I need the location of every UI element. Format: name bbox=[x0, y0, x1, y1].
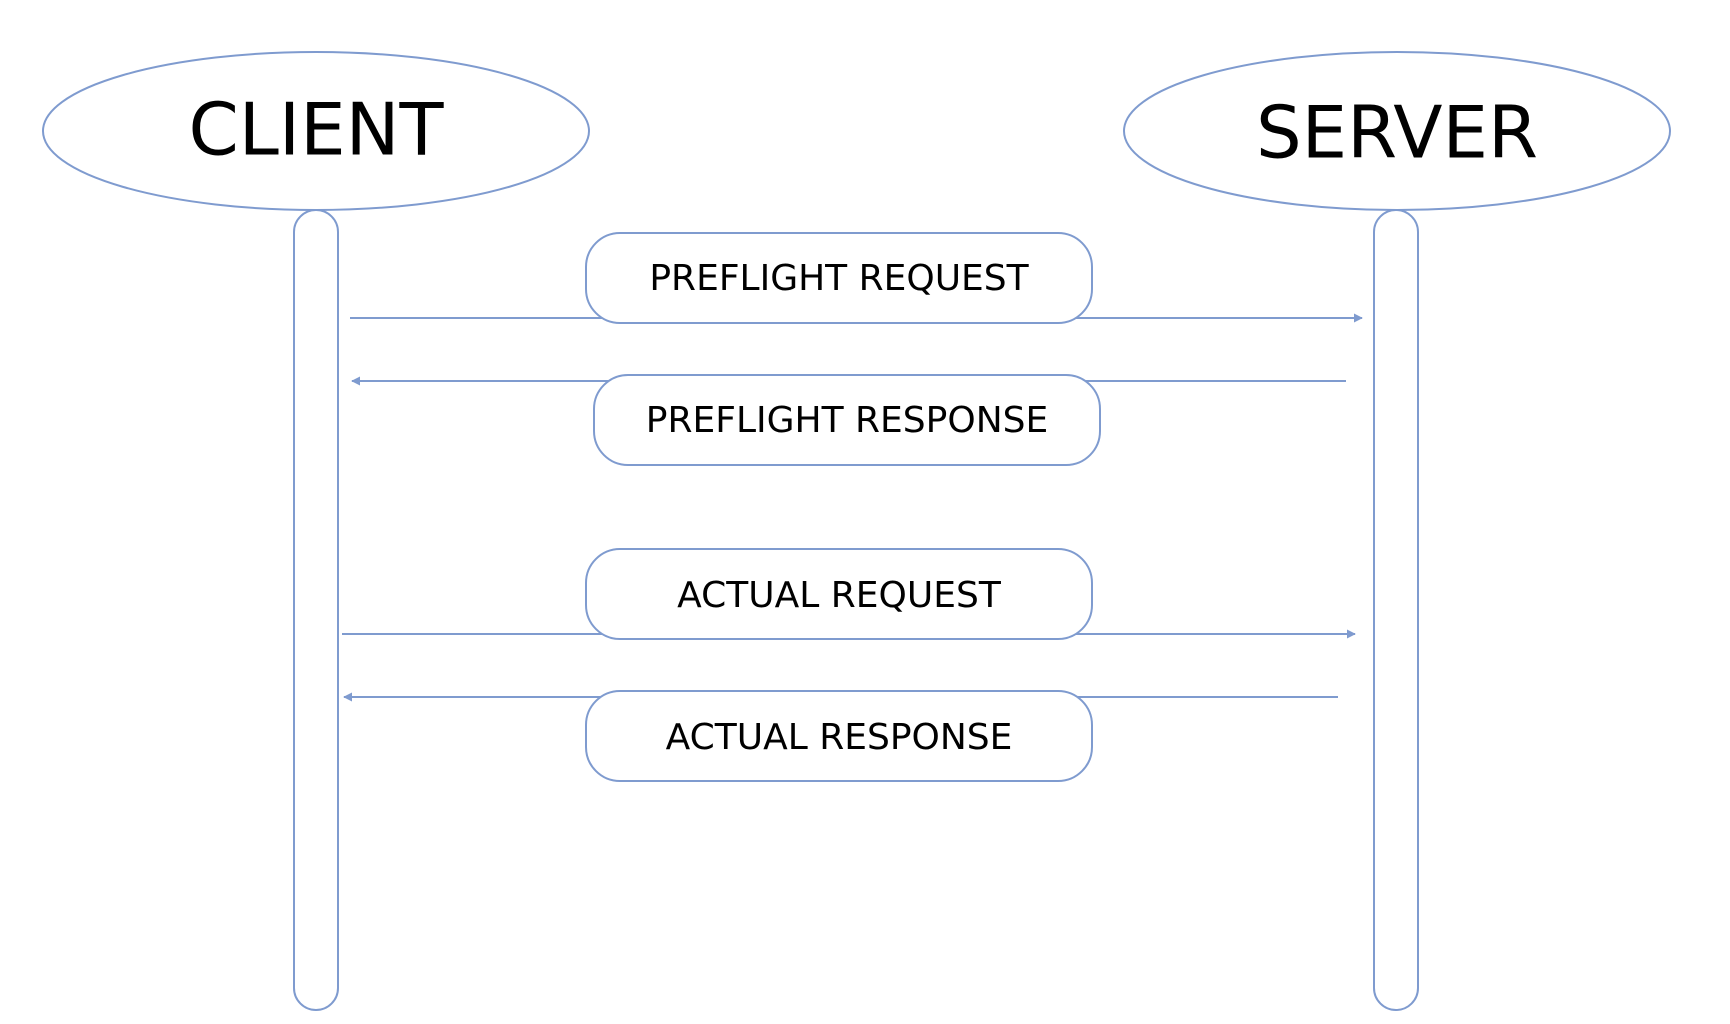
client-actor: CLIENT bbox=[42, 51, 590, 211]
client-label: CLIENT bbox=[189, 88, 445, 172]
client-lifeline bbox=[293, 209, 339, 1011]
preflight-request-label: PREFLIGHT REQUEST bbox=[649, 258, 1029, 299]
preflight-response-label: PREFLIGHT RESPONSE bbox=[646, 400, 1048, 441]
actual-request-box bbox=[585, 548, 1093, 640]
preflight-response-box bbox=[593, 374, 1101, 466]
message-actual-response: ACTUAL RESPONSE bbox=[343, 690, 1338, 782]
actual-response-label: ACTUAL RESPONSE bbox=[666, 717, 1013, 758]
message-preflight-request: PREFLIGHT REQUEST bbox=[350, 232, 1363, 324]
server-label: SERVER bbox=[1256, 91, 1538, 175]
actual-request-label: ACTUAL REQUEST bbox=[677, 575, 1002, 616]
server-lifeline bbox=[1373, 209, 1419, 1011]
client-ellipse bbox=[42, 51, 590, 211]
server-ellipse bbox=[1123, 51, 1671, 211]
message-preflight-response: PREFLIGHT RESPONSE bbox=[351, 374, 1346, 466]
preflight-request-box bbox=[585, 232, 1093, 324]
actual-response-box bbox=[585, 690, 1093, 782]
server-actor: SERVER bbox=[1123, 51, 1671, 211]
message-actual-request: ACTUAL REQUEST bbox=[342, 548, 1356, 640]
